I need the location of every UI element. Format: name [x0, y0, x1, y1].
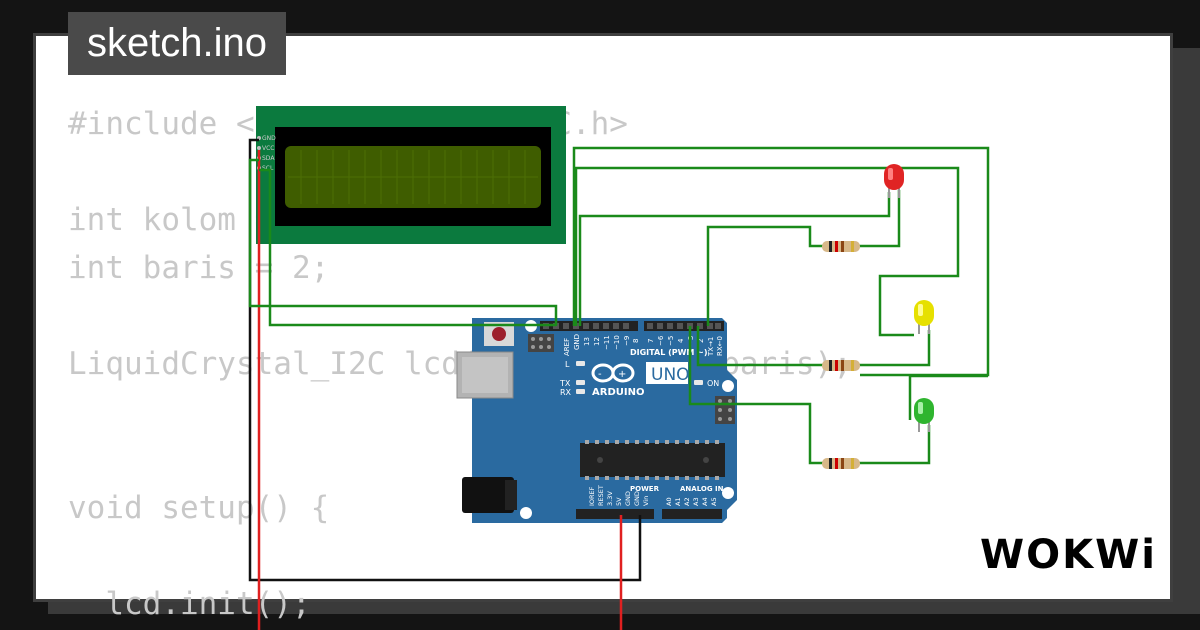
arduino-brand: ARDUINO	[592, 387, 644, 398]
lcd-module[interactable]: GND VCC SDA SCL	[256, 106, 566, 244]
led-green[interactable]	[914, 398, 934, 432]
pin-label-gnd: GND	[573, 334, 581, 350]
digital-label: DIGITAL (PWM ~)	[630, 348, 708, 357]
pin-label: 7	[647, 339, 655, 343]
wokwi-logo: WOKWi	[980, 532, 1152, 578]
file-name-tab[interactable]: sketch.ino	[68, 12, 286, 75]
resistor[interactable]	[822, 458, 860, 469]
power-pin-label: 3.3V	[606, 491, 614, 506]
on-label: ON	[707, 379, 719, 388]
pin-label-aref: AREF	[563, 338, 571, 356]
power-pin-label: IOREF	[588, 486, 596, 506]
led-red[interactable]	[884, 164, 904, 198]
lcd-pin-sda: SDA	[262, 155, 275, 162]
arduino-logo: - + ARDUINO UNO	[591, 362, 690, 398]
pin-label: ~6	[657, 335, 665, 346]
resistor[interactable]	[822, 241, 860, 252]
wires	[248, 138, 990, 630]
power-pin-label: Vin	[642, 496, 650, 506]
analog-pin-label: A5	[710, 497, 718, 506]
tx-label: TX	[559, 379, 571, 388]
power-label: POWER	[630, 485, 660, 493]
pin-label: ~9	[623, 336, 631, 346]
atmega-chip	[580, 443, 725, 477]
pin-label: TX→1	[707, 337, 715, 357]
pin-label: 4	[677, 338, 685, 343]
arduino-uno-board[interactable]: AREF GND 13 12 ~11 ~10 ~9 8 7 ~6 ~5 4 ~3…	[456, 318, 737, 523]
pin-label: 12	[593, 337, 601, 346]
analog-pin-label: A0	[665, 497, 673, 506]
power-pin-label: GND	[624, 491, 632, 506]
pin-label: 13	[583, 337, 591, 346]
resistor[interactable]	[822, 360, 860, 371]
power-pin-label: GND	[633, 491, 641, 506]
uno-badge: UNO	[651, 365, 690, 385]
led-yellow[interactable]	[914, 300, 934, 334]
lcd-pin-vcc: VCC	[262, 145, 274, 152]
led-l-label: L	[565, 360, 570, 369]
lcd-pin-gnd: GND	[262, 135, 276, 142]
power-pin-label: 5V	[615, 497, 623, 506]
analog-pin-label: A4	[701, 497, 709, 506]
lcd-pin-scl: SCL	[262, 165, 274, 172]
pin-label: ~10	[613, 335, 621, 350]
code-line: lcd.init();	[68, 586, 311, 622]
pin-label: RX←0	[716, 336, 724, 356]
svg-text:+: +	[618, 369, 626, 380]
rx-label: RX	[560, 388, 572, 397]
code-line: void setup() {	[68, 490, 330, 526]
analog-label: ANALOG IN	[680, 485, 724, 493]
power-pin-label: RESET	[597, 485, 605, 506]
wokwi-logo-text: WOKWi	[980, 532, 1152, 578]
pin-label: ~11	[603, 335, 611, 350]
power-jack	[462, 477, 514, 513]
analog-pin-label: A1	[674, 497, 682, 506]
pin-label: 8	[632, 339, 640, 343]
pin-label: 2	[697, 339, 705, 343]
svg-text:-: -	[598, 369, 602, 380]
analog-pin-label: A2	[683, 497, 691, 506]
pin-label: ~5	[667, 336, 675, 346]
analog-pin-label: A3	[692, 497, 700, 506]
